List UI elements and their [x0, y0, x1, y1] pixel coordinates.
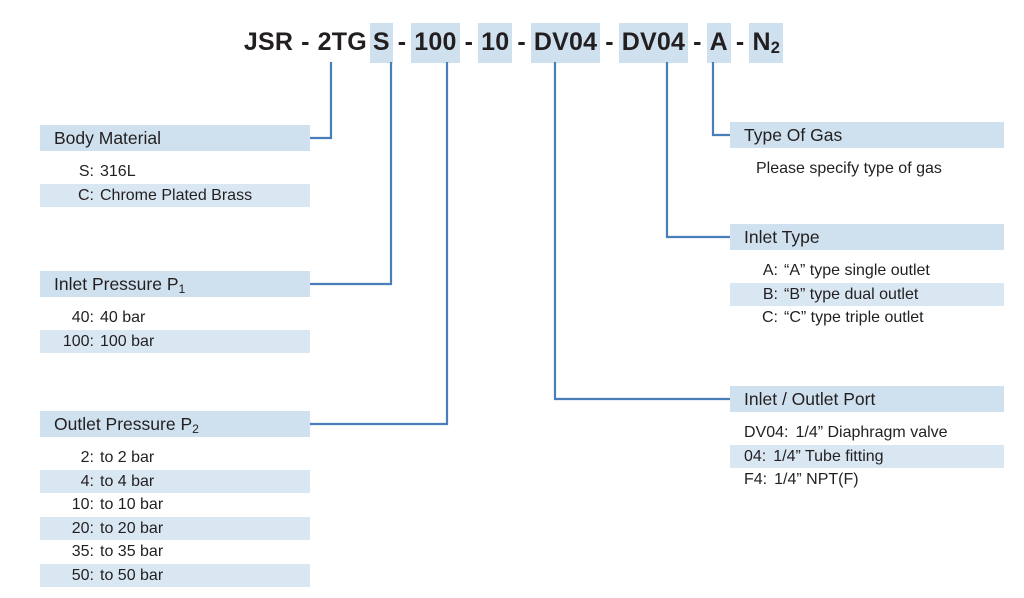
option-code: 10: — [71, 496, 94, 513]
option-desc: 40 bar — [100, 309, 146, 326]
block-title-inlet-outlet-port: Inlet / Outlet Port — [730, 386, 1004, 412]
code-separator: - — [735, 28, 745, 56]
code-segment-inlet-port: DV04 — [530, 23, 601, 63]
option-desc: Chrome Plated Brass — [100, 186, 253, 204]
list-item: 20: to 20 bar — [40, 516, 310, 540]
option-code: C: — [78, 186, 94, 204]
code-segment-series: 2TG — [317, 28, 367, 56]
block-body-material: Body Material S: 316L C: Chrome Plated B… — [40, 125, 310, 207]
code-separator: - — [693, 28, 702, 56]
list-item: 10: to 10 bar — [40, 493, 310, 517]
option-list-body-material: S: 316L C: Chrome Plated Brass — [40, 160, 310, 207]
block-title-inlet-type: Inlet Type — [730, 224, 1004, 250]
option-desc: 1/4” Diaphragm valve — [795, 424, 948, 441]
option-code: C: — [762, 309, 778, 326]
option-list-inlet-outlet-port: DV04: 1/4” Diaphragm valve 04: 1/4” Tube… — [730, 421, 1004, 492]
connector-inlet-type — [665, 62, 730, 239]
option-code: 50: — [71, 566, 94, 584]
option-desc: “A” type single outlet — [784, 262, 930, 279]
option-desc: 316L — [100, 163, 136, 180]
code-segment-inlet-pressure: 100 — [411, 23, 460, 63]
block-inlet-outlet-port: Inlet / Outlet Port DV04: 1/4” Diaphragm… — [730, 386, 1004, 492]
option-desc: to 10 bar — [100, 496, 164, 513]
type-of-gas-note: Please specify type of gas — [756, 160, 942, 177]
option-desc: to 2 bar — [100, 449, 155, 466]
option-desc: to 35 bar — [100, 543, 164, 560]
list-item: A: “A” type single outlet — [730, 259, 1004, 283]
list-item: 50: to 50 bar — [40, 563, 310, 587]
connector-outlet-pressure — [306, 62, 449, 426]
list-item: 40: 40 bar — [40, 306, 310, 330]
option-desc: to 4 bar — [100, 472, 155, 490]
option-desc: 100 bar — [100, 332, 155, 350]
code-segment-series-suffix: S — [369, 23, 393, 63]
block-title-type-of-gas: Type Of Gas — [730, 122, 1004, 148]
list-item: DV04: 1/4” Diaphragm valve — [730, 421, 1004, 445]
option-code: DV04: — [744, 424, 789, 441]
option-list-inlet-pressure: 40: 40 bar 100: 100 bar — [40, 306, 310, 353]
list-item: C: Chrome Plated Brass — [40, 183, 310, 207]
option-code: B: — [762, 285, 778, 303]
option-desc: 1/4” Tube fitting — [773, 447, 884, 465]
connector-type-of-gas — [711, 62, 730, 137]
code-separator: - — [397, 28, 407, 56]
code-segment-inlet-type: A — [706, 23, 731, 63]
option-code: 04: — [744, 447, 767, 465]
block-title-outlet-pressure: Outlet Pressure P2 — [40, 411, 310, 437]
list-item: S: 316L — [40, 160, 310, 184]
option-code: A: — [762, 262, 778, 279]
option-desc: 1/4” NPT(F) — [774, 471, 859, 488]
option-code: 100: — [62, 332, 94, 350]
option-code: 35: — [71, 543, 94, 560]
option-list-outlet-pressure: 2: to 2 bar 4: to 4 bar 10: to 10 bar 20… — [40, 446, 310, 587]
code-segment-outlet-port: DV04 — [618, 23, 689, 63]
code-segment-outlet-pressure: 10 — [478, 23, 513, 63]
option-code: 4: — [80, 472, 94, 490]
list-item: 35: to 35 bar — [40, 540, 310, 564]
option-list-inlet-type: A: “A” type single outlet B: “B” type du… — [730, 259, 1004, 330]
block-type-of-gas: Type Of Gas Please specify type of gas — [730, 122, 1004, 181]
block-outlet-pressure: Outlet Pressure P2 2: to 2 bar 4: to 4 b… — [40, 411, 310, 587]
list-item: B: “B” type dual outlet — [730, 282, 1004, 306]
code-segment-body-material: JSR — [243, 28, 294, 56]
list-item: 2: to 2 bar — [40, 446, 310, 470]
code-separator: - — [301, 28, 310, 56]
option-code: S: — [78, 163, 94, 180]
block-inlet-type: Inlet Type A: “A” type single outlet B: … — [730, 224, 1004, 330]
option-desc: “B” type dual outlet — [784, 285, 919, 303]
list-item: F4: 1/4” NPT(F) — [730, 468, 1004, 492]
code-separator: - — [517, 28, 526, 56]
option-code: F4: — [744, 471, 768, 488]
list-item: 04: 1/4” Tube fitting — [730, 444, 1004, 468]
code-separator: - — [605, 28, 614, 56]
connector-inlet-pressure — [306, 62, 393, 286]
option-code: 40: — [71, 309, 94, 326]
option-desc: to 50 bar — [100, 566, 164, 584]
option-code: 2: — [80, 449, 94, 466]
connector-inlet-outlet-port — [553, 62, 730, 401]
block-title-body-material: Body Material — [40, 125, 310, 151]
code-segment-type-of-gas: N2 — [749, 23, 784, 63]
list-item: 4: to 4 bar — [40, 469, 310, 493]
option-code: 20: — [71, 519, 94, 537]
block-title-inlet-pressure: Inlet Pressure P1 — [40, 271, 310, 297]
list-item: C: “C” type triple outlet — [730, 306, 1004, 330]
option-desc: “C” type triple outlet — [784, 309, 924, 326]
list-item: 100: 100 bar — [40, 329, 310, 353]
block-inlet-pressure: Inlet Pressure P1 40: 40 bar 100: 100 ba… — [40, 271, 310, 353]
code-separator: - — [464, 28, 474, 56]
option-desc: to 20 bar — [100, 519, 164, 537]
